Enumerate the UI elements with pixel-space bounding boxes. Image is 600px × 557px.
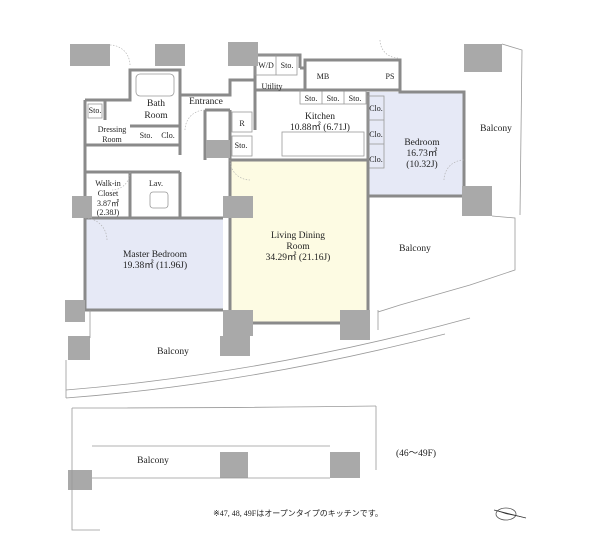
lav-label: Lav. [149,179,163,188]
walkin-closet-area: 3.87㎡ [97,199,119,208]
footnote: ※47, 48, 49Fはオープンタイプのキッチンです。 [213,509,383,518]
utility-sto-label: Sto. [281,61,294,70]
bedroom-clo-2-label: Clo. [369,130,383,139]
bedroom-area-j: (10.32J) [406,159,437,170]
r-label: R [239,119,245,128]
bedroom-clo-3-label: Clo. [369,155,383,164]
dressing-room-label-2: Room [102,135,122,144]
entrance-label: Entrance [189,97,223,107]
balcony-lower-label: Balcony [137,456,169,466]
bedroom-clo-1-label: Clo. [369,104,383,113]
balcony-right-lower-label: Balcony [399,244,431,254]
walkin-closet-label-2: Closet [98,189,119,198]
door-swings [84,39,465,241]
dressing-room-label: Dressing [98,125,126,134]
living-dining-label: Living Dining [271,231,325,241]
balcony-outlines [65,43,523,531]
bath-room-label-2: Room [144,111,168,121]
master-bedroom-area: 19.38㎡ (11.96J) [123,260,187,271]
entrance-sto-label: Sto. [235,141,248,150]
kitchen-sto-3-label: Sto. [349,94,362,103]
walkin-closet-area-j: (2.38J) [97,208,120,217]
mb-label: MB [317,72,329,81]
balcony-main-label: Balcony [157,347,189,357]
bedroom-area: 16.73㎡ [407,148,438,159]
ps-label: PS [386,72,395,81]
floors-note: (46～49F) [396,448,436,459]
walkin-closet-label: Walk-in [95,179,121,188]
bath-room-label: Bath [147,99,165,109]
master-bedroom-fill [85,218,223,310]
kitchen-label: Kitchen [305,112,335,122]
master-bedroom-label: Master Bedroom [123,250,188,260]
bedroom-label: Bedroom [404,138,440,148]
dressing-clo-label: Clo. [161,131,175,140]
compass-icon [493,507,527,521]
kitchen-sto-1-label: Sto. [305,94,318,103]
bath-sto-label: Sto. [89,106,102,115]
balcony-right-upper-label: Balcony [480,124,512,134]
kitchen-area: 10.88㎡ (6.71J) [290,122,350,133]
dressing-sto-label: Sto. [140,131,153,140]
utility-label: Utility [262,82,283,91]
living-room-fill [230,160,368,323]
living-dining-area: 34.29㎡ (21.16J) [266,252,331,263]
living-dining-label-2: Room [286,242,310,252]
wd-label: W/D [258,61,274,70]
kitchen-sto-2-label: Sto. [327,94,340,103]
pillars [65,42,502,490]
